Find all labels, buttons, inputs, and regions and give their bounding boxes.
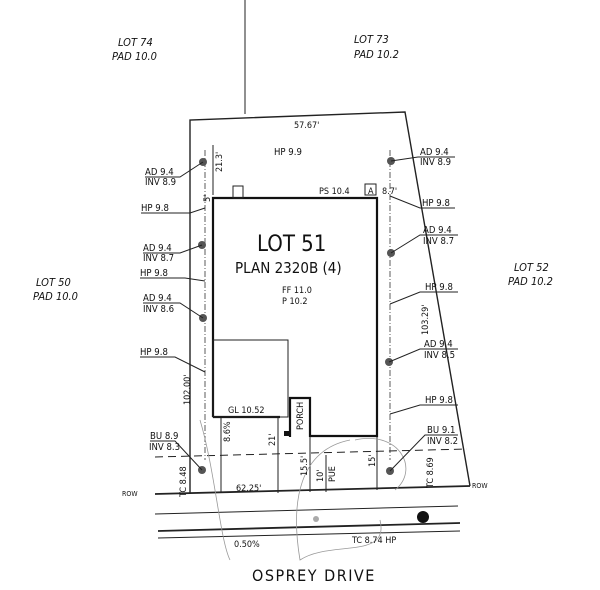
tc-street: TC 8.74 HP	[351, 536, 396, 546]
grade-label: HP 9.8	[140, 268, 168, 279]
lot-50-pad: PAD 10.0	[33, 290, 78, 303]
grade-label: AD 9.4	[145, 167, 174, 178]
tc-left: TC 8.48	[179, 466, 189, 498]
tree-icon	[417, 511, 429, 523]
tc-right: TC 8.69	[426, 457, 436, 489]
right-side-dimension: 103.29'	[421, 304, 431, 335]
grade-label: INV 8.9	[145, 177, 176, 188]
grade-label: HP 9.8	[425, 395, 453, 406]
grade-label: INV 8.9	[420, 157, 451, 168]
pue-width: 10'	[316, 469, 326, 482]
grade-label: HP 9.8	[141, 203, 169, 214]
right-grade-labels: AD 9.4 INV 8.9 HP 9.8 AD 9.4 INV 8.7 HP …	[420, 147, 458, 447]
porch-label: PORCH	[296, 402, 306, 430]
right-front-setback: 15'	[368, 454, 378, 467]
lot-52-label: LOT 52	[514, 261, 549, 274]
plan-label: PLAN 2320B (4)	[235, 259, 342, 277]
lot-73-label: LOT 73	[354, 33, 389, 46]
row-left: ROW	[122, 490, 138, 498]
grade-label: AD 9.4	[420, 147, 449, 158]
front-dimension-lines	[220, 418, 378, 493]
a-marker-box	[364, 183, 377, 196]
ac-pad	[232, 185, 244, 199]
street-name: OSPREY DRIVE	[252, 566, 376, 585]
grade-label: BU 9.1	[427, 425, 455, 436]
grade-label: HP 9.8	[425, 282, 453, 293]
pad-elevation: P 10.2	[282, 297, 307, 307]
lot-title: LOT 51	[257, 232, 326, 257]
grade-label: INV 8.3	[149, 442, 180, 453]
finished-floor: FF 11.0	[282, 286, 312, 296]
garage-setback-dimension: 21'	[268, 433, 278, 446]
pue-label: PUE	[328, 466, 338, 482]
grade-label: BU 8.9	[150, 431, 178, 442]
grade-label: AD 9.4	[424, 339, 453, 350]
lot-74-label: LOT 74	[118, 36, 153, 49]
lot-74-pad: PAD 10.0	[112, 50, 157, 63]
right-leader-lines	[388, 156, 458, 472]
lot-boundary	[154, 111, 471, 495]
grade-label: AD 9.4	[423, 225, 452, 236]
ps-label: PS 10.4	[319, 187, 350, 197]
house-footprint	[211, 183, 379, 438]
lot-52-pad: PAD 10.2	[508, 275, 553, 288]
rear-setback-dimension: 21.3'	[215, 152, 225, 172]
front-dimension: 62.25'	[236, 484, 261, 494]
right-setback-dimension: 8.7'	[382, 187, 397, 197]
a-marker: A	[368, 187, 374, 197]
rear-dimension: 57.67'	[294, 121, 319, 131]
hp-rear: HP 9.9	[274, 147, 302, 158]
pue-line	[154, 448, 468, 458]
driveway-slope: 8.6%	[223, 421, 233, 442]
grade-label: INV 8.2	[427, 436, 458, 447]
row-right: ROW	[472, 482, 488, 490]
contour-lines	[199, 419, 407, 561]
meter-box	[284, 431, 289, 436]
street-slope: 0.50%	[234, 540, 260, 550]
porch-setback-dimension: 15.5'	[300, 456, 310, 476]
grade-label: HP 9.8	[422, 198, 450, 209]
grade-label: INV 8.7	[423, 236, 454, 247]
grade-label: INV 8.5	[424, 350, 455, 361]
left-leader-lines	[140, 161, 206, 471]
grade-label: INV 8.6	[143, 304, 174, 315]
grade-label: HP 9.8	[140, 347, 168, 358]
left-setback-dimension: 5'	[203, 195, 213, 202]
grade-label: AD 9.4	[143, 293, 172, 304]
left-side-dimension: 102.00'	[183, 374, 193, 405]
lot-50-label: LOT 50	[36, 276, 71, 289]
garage-label: GL 10.52	[228, 406, 265, 416]
street-lines	[154, 419, 461, 561]
lot-73-pad: PAD 10.2	[354, 48, 399, 61]
left-grade-labels: AD 9.4 INV 8.9 HP 9.8 AD 9.4 INV 8.7 HP …	[140, 167, 180, 453]
grade-label: AD 9.4	[143, 243, 172, 254]
grade-label: INV 8.7	[143, 253, 174, 264]
